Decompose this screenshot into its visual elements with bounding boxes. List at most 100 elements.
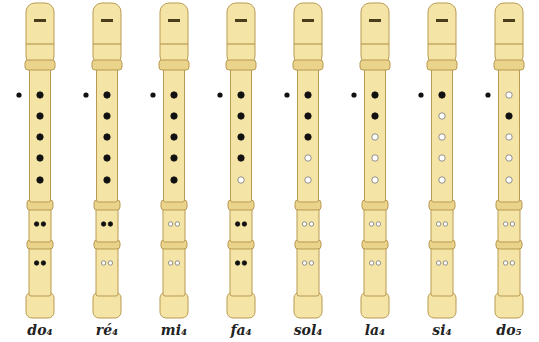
head-band <box>361 43 389 44</box>
recorder-head <box>160 3 188 65</box>
note-name: si₄ <box>432 322 451 338</box>
recorder-window <box>302 19 314 22</box>
recorder-head <box>294 3 322 65</box>
recorder-window <box>235 19 247 22</box>
recorder-body <box>30 68 51 202</box>
finger-hole <box>104 155 110 161</box>
recorder <box>418 3 457 318</box>
head-band <box>26 43 54 44</box>
finger-hole <box>439 113 445 119</box>
recorder-head <box>495 3 523 65</box>
thumb-hole <box>485 92 490 97</box>
recorder-ring <box>92 60 122 70</box>
recorder-window <box>101 19 113 22</box>
recorder-ring <box>293 60 323 70</box>
recorder-ring <box>427 60 457 70</box>
recorder-window <box>369 19 381 22</box>
thumb-hole <box>16 92 21 97</box>
finger-hole <box>104 134 110 140</box>
recorder <box>83 3 122 318</box>
recorder-body <box>498 206 520 242</box>
double-hole <box>101 222 105 226</box>
double-hole <box>242 222 246 226</box>
head-band <box>294 43 322 44</box>
finger-hole <box>372 134 378 140</box>
recorder-foot <box>297 246 319 296</box>
recorder-foot <box>364 246 386 296</box>
double-hole <box>242 261 246 265</box>
recorder-body <box>298 68 319 202</box>
double-hole <box>108 222 112 226</box>
finger-hole <box>439 134 445 140</box>
recorder-head <box>428 3 456 65</box>
finger-hole <box>506 155 512 161</box>
note-name: sol₄ <box>294 322 323 338</box>
finger-hole <box>439 177 445 183</box>
thumb-hole <box>418 92 423 97</box>
recorder-body <box>499 68 520 202</box>
recorder-foot <box>96 246 118 296</box>
finger-hole <box>506 92 512 98</box>
double-hole <box>34 222 38 226</box>
double-hole <box>369 261 373 265</box>
finger-hole <box>171 113 177 119</box>
double-hole <box>510 261 514 265</box>
head-band <box>227 43 255 44</box>
note-name: do₄ <box>27 322 52 338</box>
finger-hole <box>372 92 378 98</box>
finger-hole <box>171 134 177 140</box>
recorder-body <box>297 206 319 242</box>
finger-hole <box>372 155 378 161</box>
note-name: do₅ <box>496 322 521 338</box>
double-hole <box>175 222 179 226</box>
double-hole <box>168 261 172 265</box>
recorder <box>351 3 390 318</box>
finger-hole <box>37 113 43 119</box>
double-hole <box>510 222 514 226</box>
double-hole <box>309 222 313 226</box>
double-hole <box>443 222 447 226</box>
recorder-foot <box>498 246 520 296</box>
double-hole <box>41 222 45 226</box>
head-band <box>160 43 188 44</box>
note-name: mi₄ <box>161 322 187 338</box>
double-hole <box>235 222 239 226</box>
recorder-foot <box>29 246 51 296</box>
finger-hole <box>305 92 311 98</box>
finger-hole <box>305 177 311 183</box>
head-band <box>93 43 121 44</box>
thumb-hole <box>150 92 155 97</box>
thumb-hole <box>83 92 88 97</box>
recorder <box>217 3 256 318</box>
recorder <box>485 3 524 318</box>
double-hole <box>41 261 45 265</box>
recorder-body <box>231 68 252 202</box>
recorder-ring <box>159 60 189 70</box>
double-hole <box>175 261 179 265</box>
recorder-ring <box>25 60 55 70</box>
finger-hole <box>37 92 43 98</box>
recorder-body <box>164 68 185 202</box>
recorder-ring <box>226 60 256 70</box>
recorder-body <box>431 206 453 242</box>
double-hole <box>503 261 507 265</box>
finger-hole <box>238 134 244 140</box>
recorder-head <box>93 3 121 65</box>
finger-hole <box>171 177 177 183</box>
recorder-body <box>230 206 252 242</box>
recorder-head <box>361 3 389 65</box>
finger-hole <box>104 92 110 98</box>
finger-hole <box>506 134 512 140</box>
double-hole <box>436 222 440 226</box>
note-name: ré₄ <box>96 322 118 338</box>
finger-hole <box>37 177 43 183</box>
recorder-body <box>97 68 118 202</box>
finger-hole <box>439 92 445 98</box>
double-hole <box>34 261 38 265</box>
recorder-head <box>227 3 255 65</box>
thumb-hole <box>284 92 289 97</box>
double-hole <box>443 261 447 265</box>
double-hole <box>369 222 373 226</box>
